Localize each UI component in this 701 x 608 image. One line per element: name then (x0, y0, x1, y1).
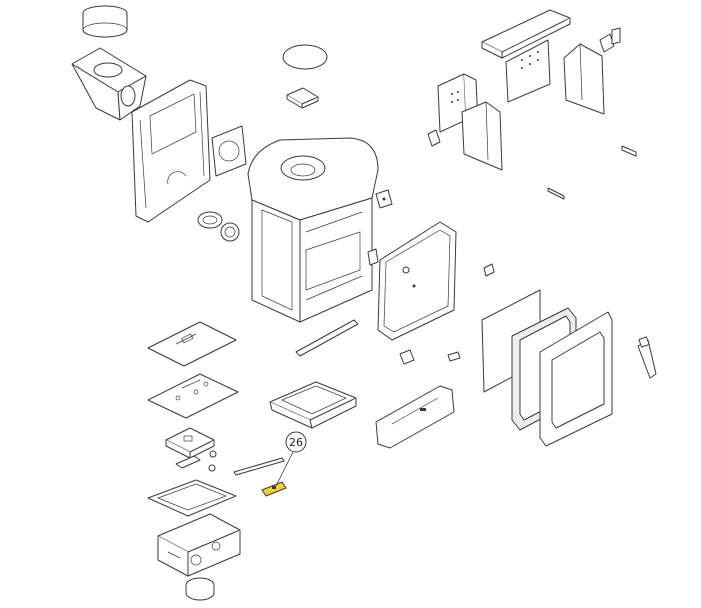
spigot-rings (197, 211, 240, 242)
door-hinge-side (367, 248, 379, 266)
grate-rod (295, 319, 359, 357)
base-plate-lower (147, 373, 239, 419)
base-plate-upper (147, 321, 237, 367)
part-26-highlighted[interactable] (261, 481, 287, 497)
threaded-rod (233, 457, 285, 476)
flue-spigot-hood (71, 47, 147, 121)
baffle-piece (286, 87, 319, 109)
top-baffle-plate (481, 9, 571, 59)
callout-26[interactable]: 26 (275, 431, 307, 487)
door-latch (399, 349, 461, 365)
front-ash-lip (375, 385, 455, 449)
door-clip (483, 263, 495, 277)
small-fixings (175, 450, 217, 472)
stove-body (247, 137, 379, 323)
firebrick-clip (427, 129, 441, 147)
callout-label: 26 (289, 436, 303, 449)
door-hinge-top (375, 189, 393, 209)
top-plate-disc (282, 44, 328, 70)
flue-collar (82, 5, 128, 38)
door-glass-frame (377, 221, 457, 341)
base-box (157, 513, 241, 577)
bottom-spigot (185, 577, 215, 601)
front-firebrick (461, 101, 503, 171)
side-firebrick-right (563, 43, 605, 115)
ash-pan (269, 381, 357, 429)
door-handle[interactable] (637, 336, 657, 379)
rear-heat-shield (131, 79, 211, 223)
air-control-box (165, 427, 215, 459)
rear-firebrick (505, 39, 551, 103)
rear-spigot-plate (211, 125, 247, 177)
retaining-pins (547, 145, 637, 200)
baffle-bracket (599, 27, 621, 53)
base-frame-gasket (147, 479, 237, 517)
outer-door (511, 307, 613, 447)
